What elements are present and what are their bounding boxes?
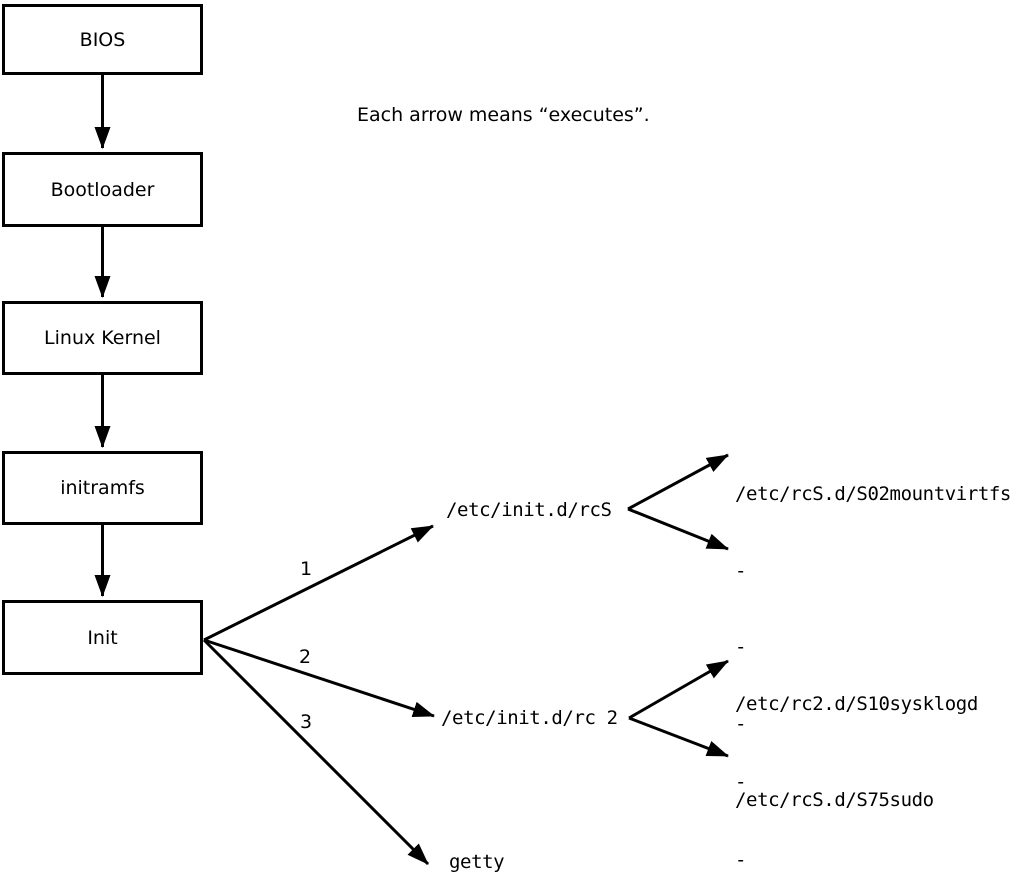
rcs-child-ellipsis-dash: -: [735, 559, 747, 582]
diagram-caption: Each arrow means “executes”.: [357, 104, 650, 126]
node-linux-kernel-label: Linux Kernel: [44, 327, 161, 349]
node-bootloader-label: Bootloader: [50, 178, 155, 201]
executes-arrow-rcs-to-s75sudo: [627, 507, 729, 551]
node-bootloader: Bootloader: [2, 152, 203, 227]
executes-arrow-rc2-to-s99gdm: [628, 716, 729, 758]
target-rcs-script: /etc/init.d/rcS: [446, 499, 612, 521]
node-bios-label: BIOS: [79, 28, 126, 51]
rc2-child-ellipsis-dash: -: [735, 849, 747, 871]
rcs-child-s02mountvirtfs: /etc/rcS.d/S02mountvirtfs: [735, 483, 1011, 505]
edge-number-1: 1: [299, 558, 313, 580]
rcs-child-ellipsis-dash: -: [735, 636, 747, 658]
edge-number-3: 3: [299, 711, 313, 733]
node-initramfs-label: initramfs: [60, 477, 145, 499]
executes-arrow-rcs-to-s02mountvirtfs: [627, 453, 729, 511]
node-init-label: Init: [87, 626, 118, 649]
node-init: Init: [2, 600, 203, 675]
rcs-children-list: /etc/rcS.d/S02mountvirtfs - - - /etc/rcS…: [735, 431, 1011, 865]
rcs-child-ellipsis-dash: -: [735, 712, 747, 735]
node-linux-kernel: Linux Kernel: [2, 301, 203, 375]
executes-arrow-init-to-rcs: [203, 524, 434, 642]
executes-arrow-init-to-getty: [202, 638, 430, 866]
node-initramfs: initramfs: [2, 451, 203, 525]
rcs-child-s75sudo: /etc/rcS.d/S75sudo: [735, 789, 934, 811]
executes-arrow-init-to-rc2: [203, 638, 435, 718]
rc2-child-ellipsis-dash: -: [735, 771, 747, 793]
target-getty: getty: [449, 851, 505, 873]
node-bios: BIOS: [2, 4, 203, 75]
edge-number-2: 2: [298, 646, 312, 668]
executes-arrow-rc2-to-s10sysklogd: [628, 659, 729, 720]
rc2-children-list: /etc/rc2.d/S10sysklogd - - - /etc/rc2.d/…: [735, 639, 978, 875]
target-rc2-script: /etc/init.d/rc 2: [441, 707, 618, 729]
rc2-child-s10sysklogd: /etc/rc2.d/S10sysklogd: [735, 693, 978, 715]
